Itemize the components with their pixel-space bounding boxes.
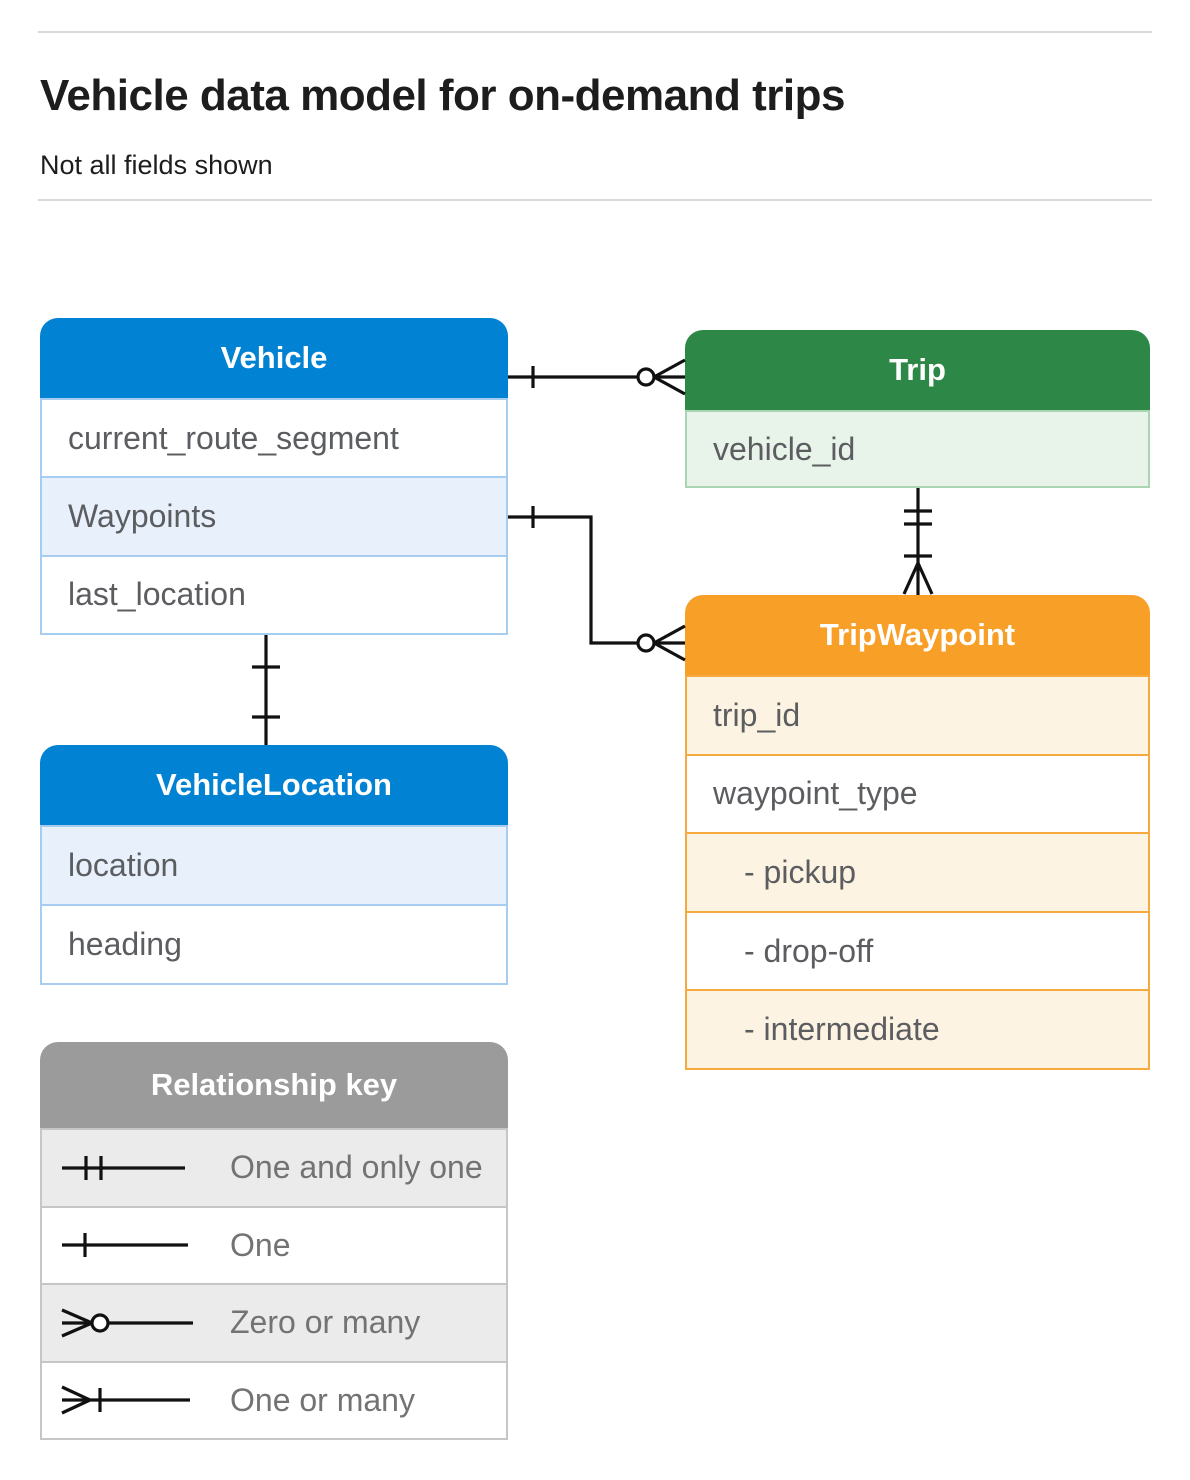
- legend-label: Zero or many: [230, 1304, 421, 1341]
- table-row-drop-off: - drop-off: [687, 910, 1148, 990]
- table-row-waypoint-type: waypoint_type: [687, 753, 1148, 833]
- table-header-vehicle: Vehicle: [40, 318, 508, 398]
- table-row-waypoints: Waypoints: [42, 476, 506, 555]
- connector-vehicle-to-vehiclelocation: [252, 635, 280, 745]
- table-row-trip-id: trip_id: [687, 677, 1148, 754]
- zero-or-many-icon: [61, 1308, 193, 1338]
- table-row-current-route-segment: current_route_segment: [42, 400, 506, 477]
- table-row-intermediate: - intermediate: [687, 989, 1148, 1068]
- legend-label: One: [230, 1226, 291, 1263]
- entity-table-tripwaypoint: TripWaypoint trip_id waypoint_type - pic…: [685, 595, 1150, 1070]
- entity-table-vehicle: Vehicle current_route_segment Waypoints …: [40, 318, 508, 635]
- connector-trip-to-tripwaypoint: [902, 488, 934, 595]
- table-header-tripwaypoint: TripWaypoint: [685, 595, 1150, 675]
- divider-top: [38, 31, 1152, 33]
- table-rows-tripwaypoint: trip_id waypoint_type - pickup - drop-of…: [685, 675, 1150, 1070]
- legend-row-one-and-only-one: One and only one: [42, 1130, 506, 1206]
- relationship-key-rows: One and only one One Zero or many: [40, 1128, 508, 1440]
- table-header-vehiclelocation: VehicleLocation: [40, 745, 508, 825]
- legend-row-zero-or-many: Zero or many: [42, 1283, 506, 1361]
- divider-under-title: [38, 199, 1152, 201]
- table-row-last-location: last_location: [42, 554, 506, 633]
- legend-label: One or many: [230, 1381, 415, 1418]
- relationship-key: Relationship key One and only one One: [40, 1042, 508, 1440]
- entity-table-trip: Trip vehicle_id: [685, 330, 1150, 488]
- table-row-heading: heading: [42, 904, 506, 983]
- one-icon: [62, 1233, 188, 1258]
- legend-row-one: One: [42, 1205, 506, 1283]
- connector-vehicle-waypoints-to-tripwaypoint: [508, 506, 686, 662]
- table-header-trip: Trip: [685, 330, 1150, 410]
- table-rows-vehicle: current_route_segment Waypoints last_loc…: [40, 398, 508, 635]
- table-rows-trip: vehicle_id: [685, 410, 1150, 488]
- legend-row-one-or-many: One or many: [42, 1360, 506, 1438]
- legend-label: One and only one: [230, 1149, 483, 1186]
- page-subtitle: Not all fields shown: [40, 150, 273, 180]
- table-rows-vehiclelocation: location heading: [40, 825, 508, 985]
- entity-table-vehiclelocation: VehicleLocation location heading: [40, 745, 508, 985]
- connector-vehicle-to-trip: [508, 358, 686, 396]
- one-or-many-icon: [61, 1385, 190, 1415]
- table-row-location: location: [42, 827, 506, 904]
- table-row-pickup: - pickup: [687, 832, 1148, 911]
- table-row-vehicle-id: vehicle_id: [687, 412, 1148, 486]
- relationship-key-header: Relationship key: [40, 1042, 508, 1128]
- page-title: Vehicle data model for on-demand trips: [40, 71, 845, 120]
- one-and-only-one-icon: [62, 1155, 185, 1180]
